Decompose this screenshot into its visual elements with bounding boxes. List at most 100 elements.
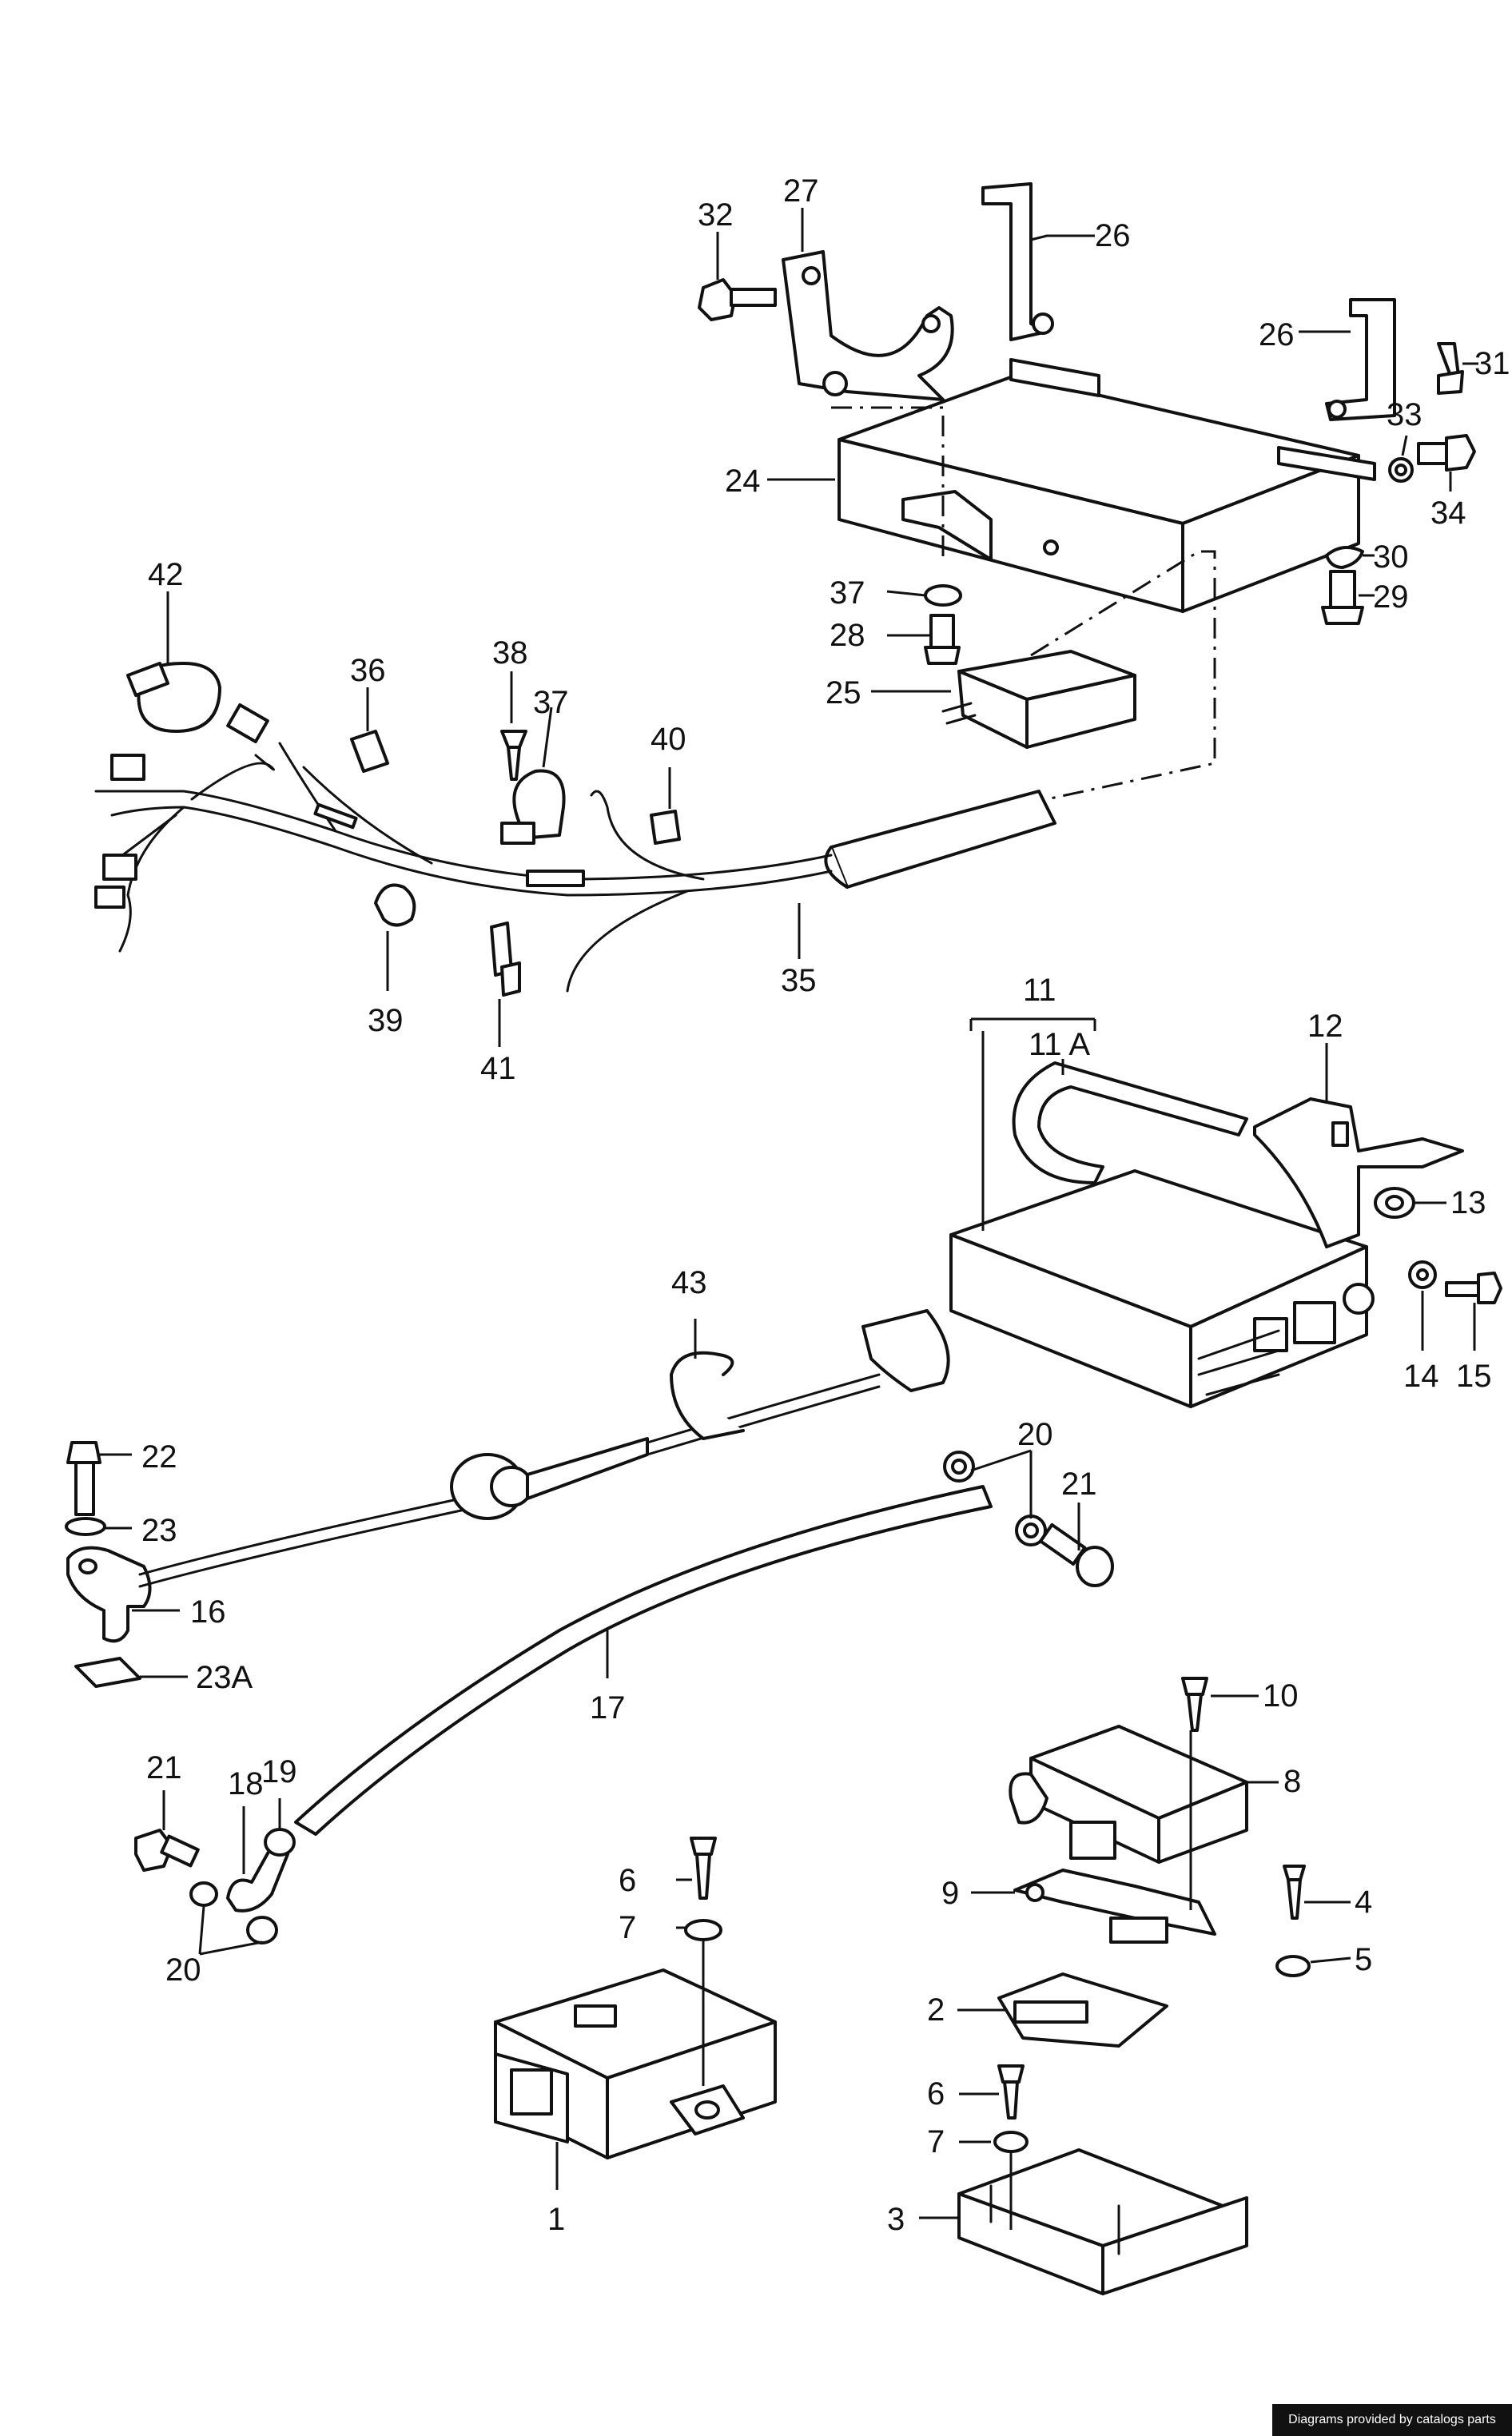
banjo-bolt-21-upper <box>1039 1522 1114 1587</box>
callout-labels: 27 32 26 26 31 33 34 30 29 24 37 28 25 4… <box>141 173 1510 2237</box>
callout-20-lower: 20 <box>165 1952 201 1988</box>
callout-36: 36 <box>350 653 386 688</box>
gasket-23A <box>74 1657 141 1688</box>
connector-harness-left <box>94 703 269 909</box>
control-unit-1 <box>494 1968 777 2159</box>
grommet-13 <box>1374 1187 1415 1219</box>
screw-10 <box>1181 1677 1208 1732</box>
callout-37-upper: 37 <box>830 575 865 611</box>
washer-20-lower-a <box>189 1881 218 1907</box>
screw-6-lower <box>997 2064 1025 2120</box>
callout-13: 13 <box>1450 1185 1486 1220</box>
mounting-bracket-3 <box>957 2148 1248 2295</box>
clamp-43 <box>670 1351 745 1440</box>
washer-5 <box>1275 1955 1311 1977</box>
sensor-16 <box>66 1546 152 1643</box>
callout-31: 31 <box>1474 346 1510 381</box>
clip-39 <box>374 883 416 927</box>
callout-20-upper: 20 <box>1017 1417 1053 1452</box>
callout-21-lower: 21 <box>146 1750 182 1785</box>
washer-7-lower <box>993 2131 1029 2153</box>
callout-42: 42 <box>148 557 184 592</box>
bolt-28 <box>924 614 961 665</box>
screw-4 <box>1283 1865 1306 1920</box>
callout-28: 28 <box>830 618 865 653</box>
banjo-bolt-21-lower <box>134 1829 200 1872</box>
insulation-strip-11A <box>1012 1061 1248 1184</box>
bolt-34 <box>1417 434 1476 472</box>
bracket-26-right <box>1325 298 1396 421</box>
washer-33 <box>1388 457 1414 483</box>
callout-12: 12 <box>1307 1009 1343 1044</box>
callout-5: 5 <box>1355 1942 1372 1977</box>
callout-27: 27 <box>783 173 819 209</box>
callout-26-upper: 26 <box>1095 218 1131 253</box>
clamp-37 <box>500 769 566 845</box>
bolt-29 <box>1321 570 1364 625</box>
callout-23A: 23A <box>196 1660 253 1695</box>
callout-38: 38 <box>492 635 528 671</box>
screw-6-upper <box>690 1837 717 1900</box>
callout-1: 1 <box>547 2202 565 2237</box>
washer-23 <box>65 1517 106 1536</box>
callout-37-lower: 37 <box>533 685 569 720</box>
terminal-40 <box>650 810 681 845</box>
callout-18: 18 <box>228 1766 264 1801</box>
bolt-32 <box>698 278 777 321</box>
control-unit-8 <box>1009 1725 1248 1864</box>
hose-17 <box>294 1485 993 1836</box>
washer-37-upper <box>924 584 962 607</box>
callout-7-lower: 7 <box>927 2124 945 2159</box>
callout-19: 19 <box>261 1754 297 1789</box>
callout-43: 43 <box>671 1265 707 1300</box>
bracket-27 <box>782 250 954 401</box>
washer-20-lower-b <box>246 1916 278 1944</box>
callout-2: 2 <box>927 1992 945 2028</box>
relay-25 <box>941 650 1136 749</box>
callout-35: 35 <box>781 963 817 998</box>
callout-14: 14 <box>1403 1359 1439 1394</box>
callout-11A: 11 A <box>1029 1027 1090 1062</box>
washer-7-upper <box>684 1919 722 1941</box>
lock-washer-30 <box>1325 546 1364 569</box>
bolt-22 <box>66 1441 101 1516</box>
callout-15: 15 <box>1456 1359 1492 1394</box>
callout-16: 16 <box>190 1594 226 1630</box>
screw-31 <box>1437 342 1464 395</box>
callout-26-right: 26 <box>1259 317 1295 352</box>
callout-10: 10 <box>1263 1678 1299 1714</box>
callout-17: 17 <box>590 1690 626 1726</box>
callout-33: 33 <box>1387 397 1422 432</box>
screw-38 <box>500 730 527 781</box>
callout-22: 22 <box>141 1439 177 1475</box>
bracket-41 <box>490 921 521 997</box>
callout-21-upper: 21 <box>1061 1467 1097 1502</box>
control-unit-11 <box>949 1169 1375 1408</box>
bracket-12 <box>1253 1097 1464 1248</box>
callout-32: 32 <box>698 197 734 233</box>
callout-23: 23 <box>141 1513 177 1548</box>
clip-36 <box>350 730 389 773</box>
callout-11: 11 <box>1023 973 1056 1008</box>
bracket-9 <box>1013 1869 1216 1944</box>
callout-30: 30 <box>1373 539 1409 575</box>
ignition-module-2 <box>997 1972 1168 2048</box>
callout-7-upper: 7 <box>619 1910 636 1945</box>
callout-25: 25 <box>826 675 861 710</box>
control-unit-24 <box>838 358 1376 613</box>
leader-lines <box>100 208 1478 2230</box>
callout-6-lower: 6 <box>927 2076 945 2112</box>
callout-41: 41 <box>480 1051 516 1086</box>
washer-20-upper-a <box>943 1451 975 1483</box>
callout-29: 29 <box>1373 579 1409 615</box>
screw-15 <box>1445 1272 1502 1304</box>
callout-6-upper: 6 <box>619 1863 636 1898</box>
diagram-credit: Diagrams provided by catalogs parts <box>1272 2404 1512 2436</box>
callout-3: 3 <box>887 2202 905 2237</box>
grommet-sleeve <box>450 1437 649 1520</box>
callout-40: 40 <box>651 722 686 757</box>
callout-8: 8 <box>1283 1764 1301 1799</box>
callout-24: 24 <box>725 464 761 499</box>
washer-14 <box>1408 1260 1437 1289</box>
